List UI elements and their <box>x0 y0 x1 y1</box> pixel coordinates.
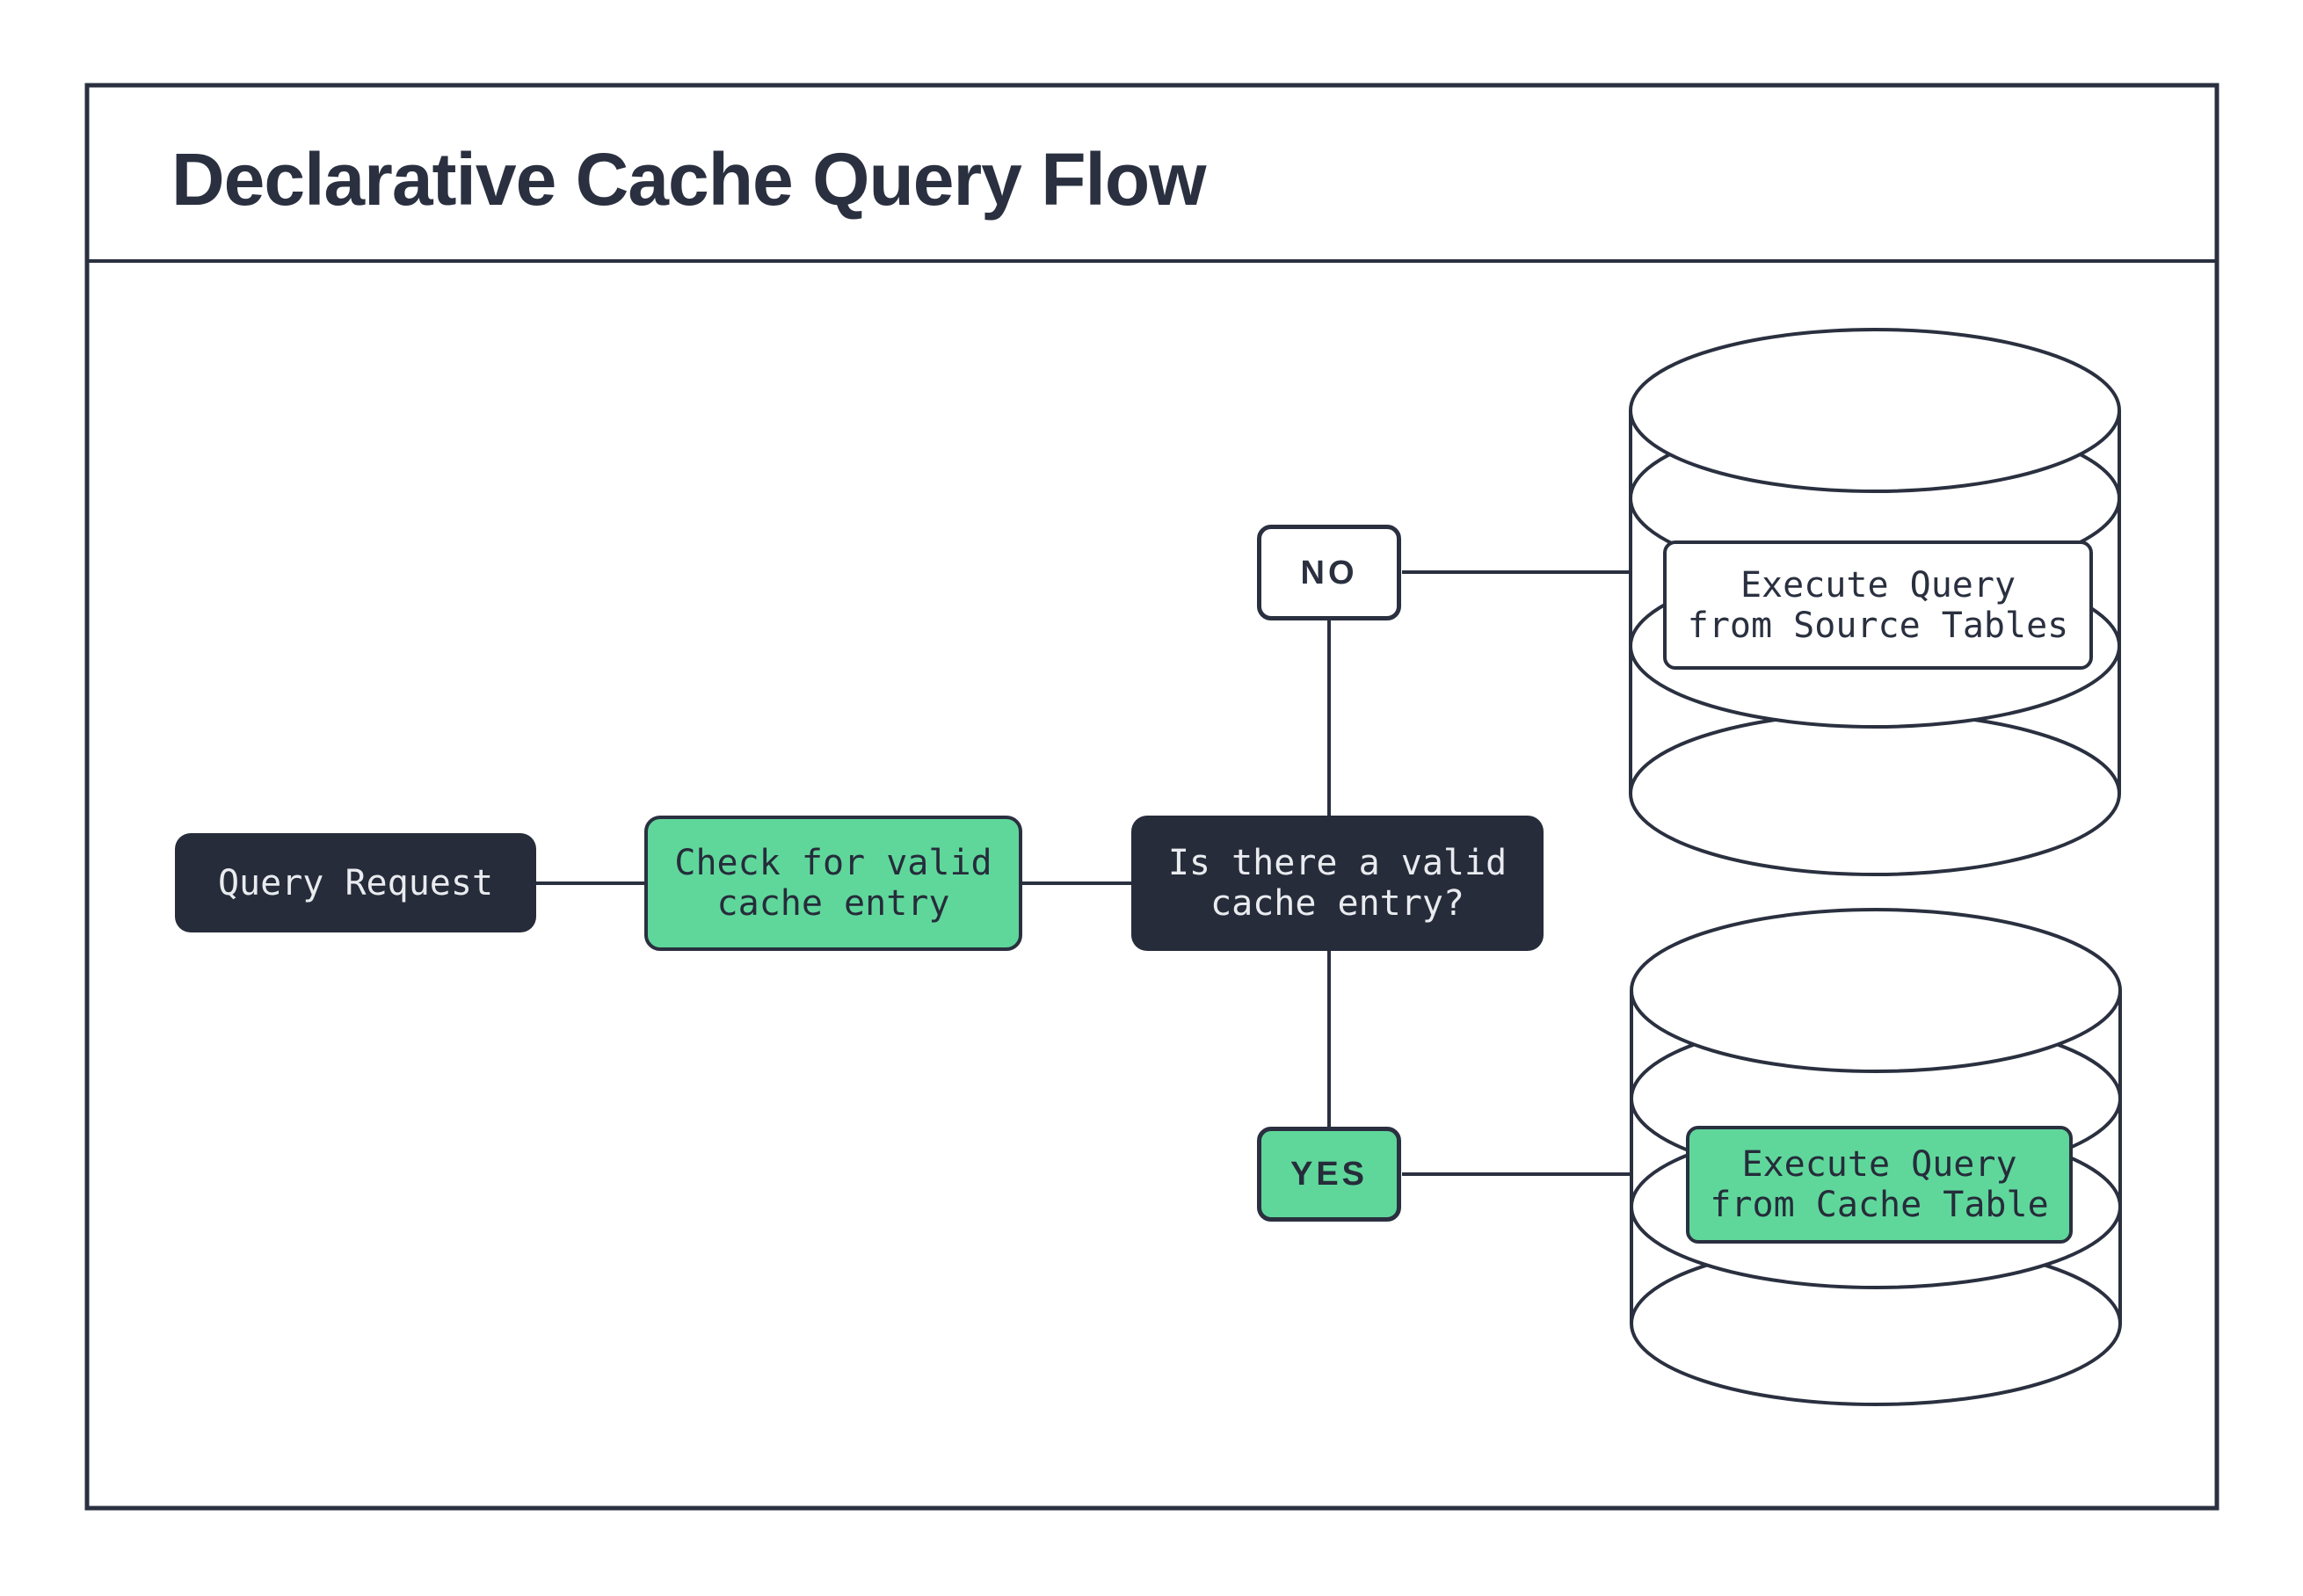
node-execute-cache-line2: from Cache Table <box>1710 1185 2049 1225</box>
outer-frame <box>84 83 2219 1511</box>
node-execute-source: Execute Query from Source Tables <box>1663 540 2093 670</box>
source-db-cylinder <box>1629 328 2121 876</box>
node-check-cache-line1: Check for valid <box>674 843 992 883</box>
source-db-disk-1 <box>1629 328 2121 493</box>
edge-label-no: NO <box>1257 525 1401 620</box>
node-execute-cache-line1: Execute Query <box>1741 1144 2017 1185</box>
source-db-disk-4 <box>1629 711 2121 876</box>
cache-db-disk-1 <box>1630 908 2122 1073</box>
page-title: Declarative Cache Query Flow <box>171 138 1207 221</box>
node-decision-line1: Is there a valid <box>1167 843 1507 883</box>
edge-label-no-text: NO <box>1300 554 1358 591</box>
edge-label-yes-text: YES <box>1290 1156 1369 1193</box>
node-query-request: Query Request <box>175 833 536 932</box>
connectors <box>536 570 1633 1176</box>
node-decision: Is there a valid cache entry? <box>1131 816 1544 951</box>
node-execute-source-line2: from Source Tables <box>1687 605 2069 646</box>
node-check-cache: Check for valid cache entry <box>644 816 1022 951</box>
node-check-cache-line2: cache entry <box>716 883 950 924</box>
edge-label-yes: YES <box>1257 1127 1401 1222</box>
node-execute-cache: Execute Query from Cache Table <box>1686 1126 2073 1244</box>
node-decision-line2: cache entry? <box>1210 883 1464 924</box>
node-query-request-label: Query Request <box>217 862 494 903</box>
node-execute-source-line1: Execute Query <box>1740 564 2016 606</box>
